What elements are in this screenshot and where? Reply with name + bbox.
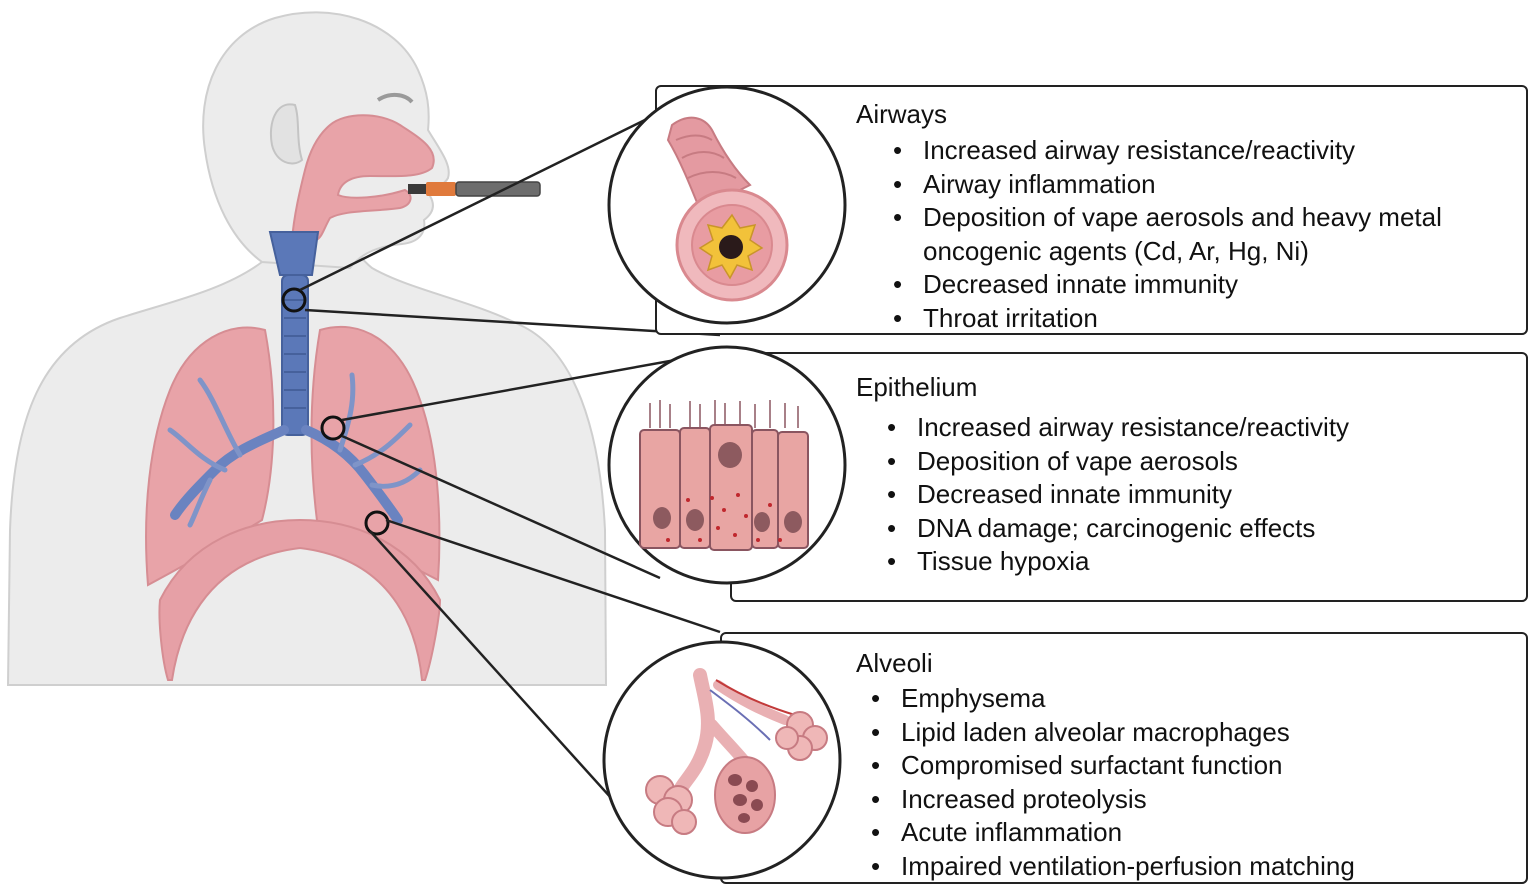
list-item: Emphysema — [867, 682, 1355, 716]
callout-line-airways-bottom — [304, 308, 721, 337]
right-bronchus — [170, 425, 289, 520]
list-item: Lipid laden alveolar macrophages — [867, 716, 1355, 750]
marker-epithelium — [320, 415, 346, 441]
marker-alveoli — [364, 510, 390, 536]
callout-line-airways-top — [299, 113, 656, 292]
larynx — [268, 231, 320, 276]
marker-airways — [281, 287, 307, 313]
callout-line-alveoli-top — [385, 518, 721, 634]
list-item: Tissue hypoxia — [883, 545, 1349, 579]
list-item: Deposition of vape aerosols and heavy me… — [889, 201, 1442, 268]
list-item: Increased airway resistance/reactivity — [889, 134, 1442, 168]
list-item: DNA damage; carcinogenic effects — [883, 512, 1349, 546]
right-lung — [145, 326, 275, 587]
list-item: Airway inflammation — [889, 168, 1442, 202]
list-item: Acute inflammation — [867, 816, 1355, 850]
list-item: Decreased innate immunity — [889, 268, 1442, 302]
panel-title-airways: Airways — [856, 99, 948, 129]
list-item: Decreased innate immunity — [883, 478, 1349, 512]
list-item: Throat irritation — [889, 302, 1442, 336]
panel-airways: Airways Increased airway resistance/reac… — [655, 85, 1528, 335]
list-item: Increased proteolysis — [867, 783, 1355, 817]
list-item: Deposition of vape aerosols — [883, 445, 1349, 479]
panel-title-alveoli: Alveoli — [856, 648, 933, 678]
epithelium-effects-list: Increased airway resistance/reactivity D… — [883, 411, 1349, 579]
eyebrow — [376, 93, 414, 104]
diaphragm — [158, 518, 442, 681]
callout-line-epithelium-bottom — [341, 434, 661, 580]
trachea-and-bronchi — [167, 231, 423, 528]
panel-title-epithelium: Epithelium — [856, 372, 978, 402]
vape-device-icon — [408, 181, 541, 197]
list-item: Impaired ventilation-perfusion matching — [867, 850, 1355, 884]
panel-alveoli: Alveoli Emphysema Lipid laden alveolar m… — [720, 632, 1528, 884]
alveoli-effects-list: Emphysema Lipid laden alveolar macrophag… — [867, 682, 1355, 883]
list-item: Increased airway resistance/reactivity — [883, 411, 1349, 445]
list-item: Compromised surfactant function — [867, 749, 1355, 783]
nasal-cavity — [290, 114, 435, 241]
ear-icon — [269, 103, 304, 165]
callout-line-alveoli-bottom — [369, 530, 641, 831]
left-bronchus — [301, 425, 403, 525]
panel-epithelium: Epithelium Increased airway resistance/r… — [730, 352, 1528, 602]
airways-effects-list: Increased airway resistance/reactivity A… — [889, 134, 1442, 335]
